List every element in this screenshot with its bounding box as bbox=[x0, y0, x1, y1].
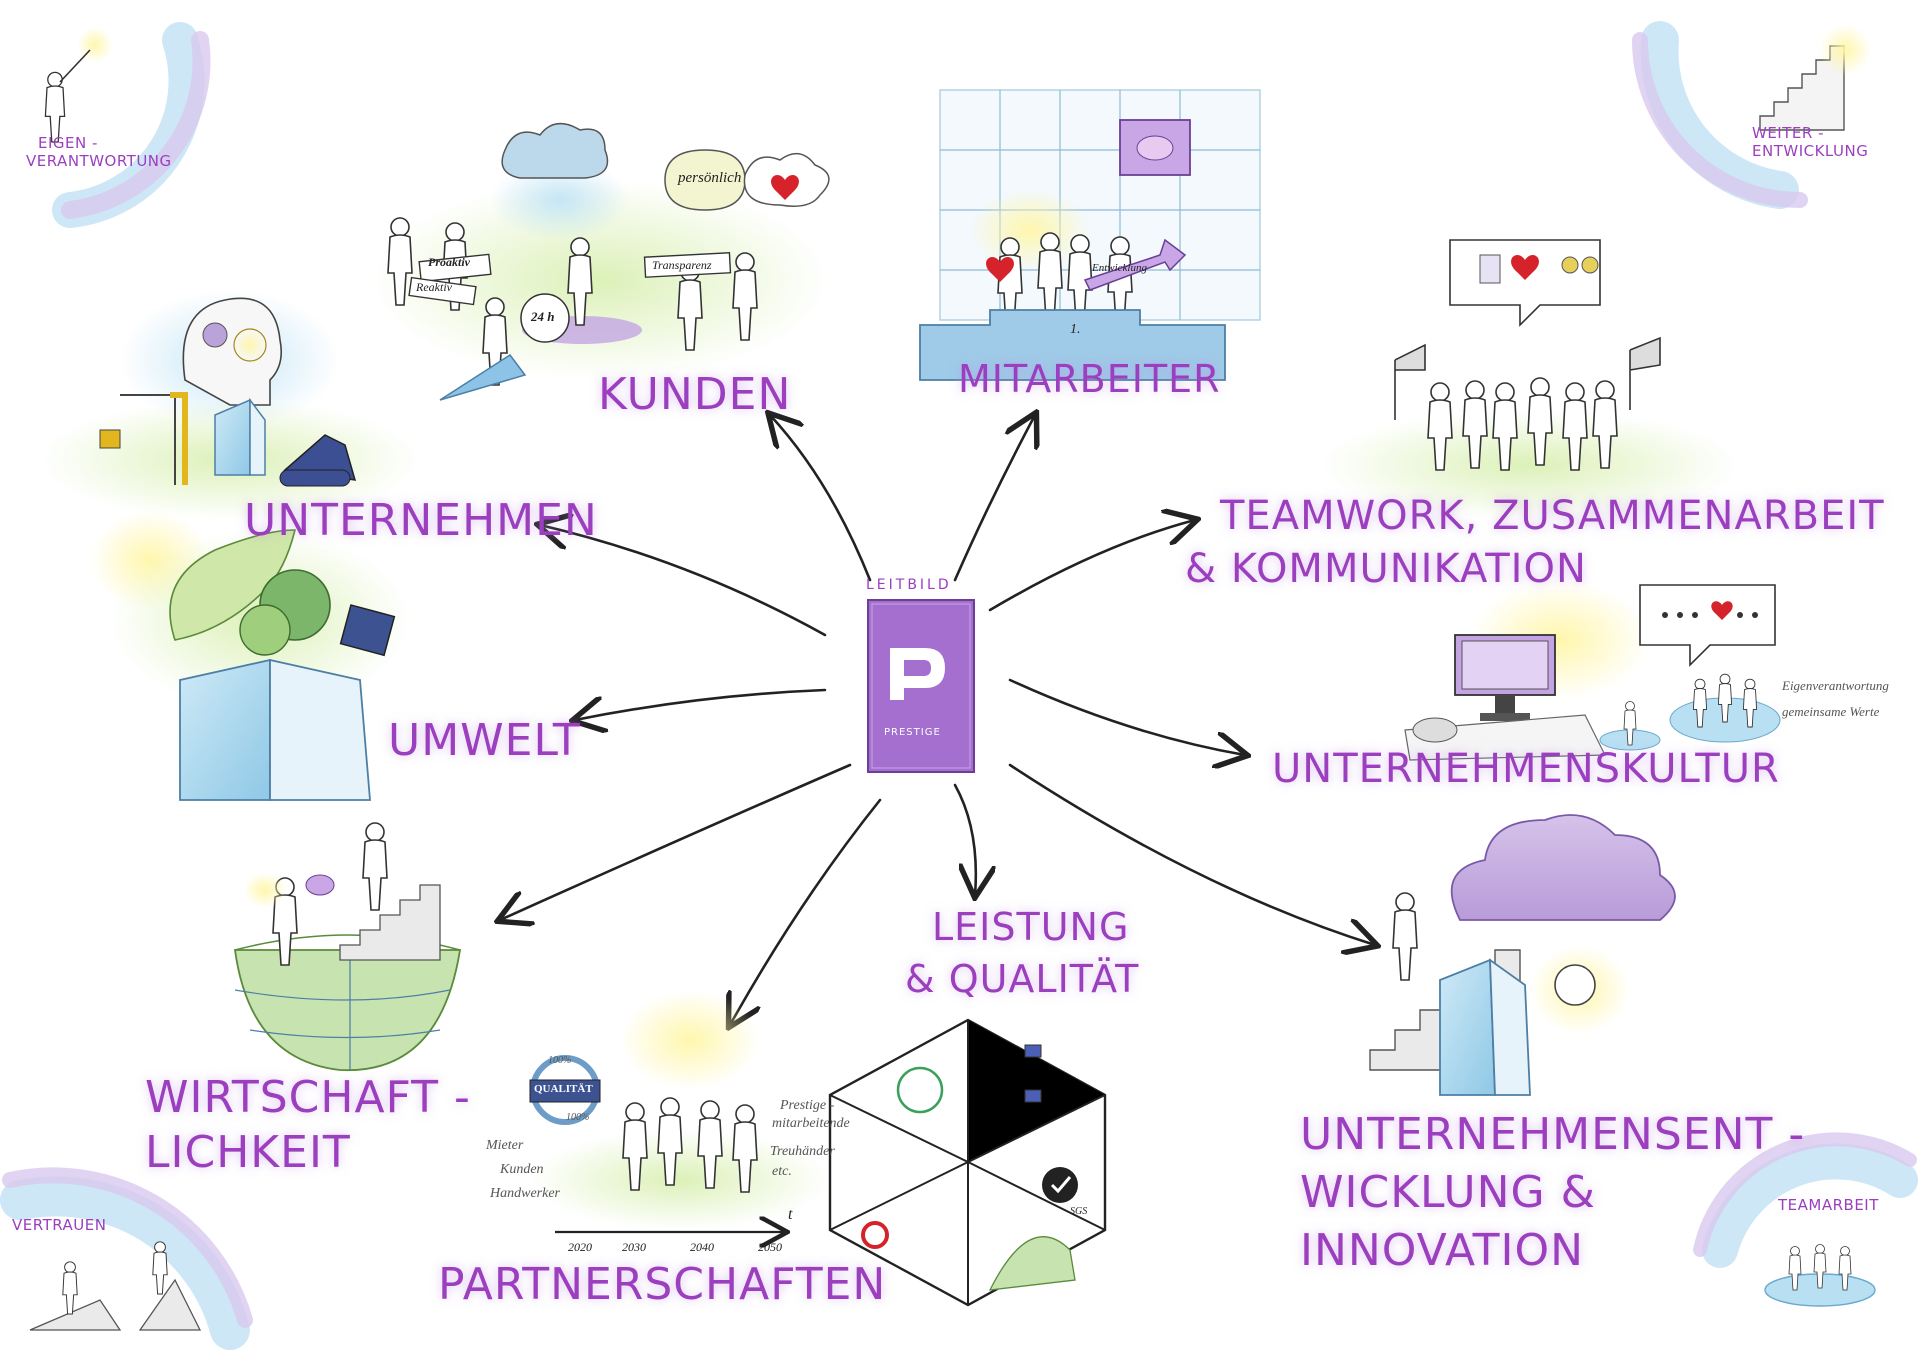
note-prestige-ma2: mitarbeitende bbox=[772, 1116, 850, 1131]
topic-entwicklung-line3[interactable]: INNOVATION bbox=[1300, 1225, 1585, 1276]
topic-umwelt[interactable]: UMWELT bbox=[388, 715, 581, 766]
logo-text: PRESTIGE bbox=[884, 727, 941, 738]
topic-wirtschaft-line1[interactable]: WIRTSCHAFT - bbox=[145, 1072, 471, 1123]
mitarbeiter-sketch bbox=[919, 89, 1261, 381]
unternehmensentwicklung-sketch bbox=[1369, 814, 1676, 1096]
wirtschaftlichkeit-sketch bbox=[233, 822, 462, 1071]
corner-tl-line1: EIGEN - bbox=[38, 134, 98, 152]
badge-100-bottom: 100% bbox=[566, 1112, 590, 1123]
topic-entwicklung-line1[interactable]: UNTERNEHMENSENT - bbox=[1300, 1109, 1806, 1160]
kunden-sketch bbox=[370, 122, 830, 401]
sign-proaktiv: Proaktiv bbox=[428, 255, 470, 269]
note-treuhaender: Treuhänder bbox=[770, 1144, 835, 1159]
topic-leistung-line2[interactable]: & QUALITÄT bbox=[905, 957, 1140, 1001]
note-eigenverantwortung: Eigenverantwortung bbox=[1782, 678, 1889, 693]
corner-tl-line2: VERANTWORTUNG bbox=[26, 152, 172, 170]
corner-top-right bbox=[1632, 21, 1871, 209]
corner-top-left bbox=[44, 22, 211, 228]
corner-tr-line2: ENTWICKLUNG bbox=[1752, 142, 1869, 160]
topic-teamwork-line1[interactable]: TEAMWORK, ZUSAMMENARBEIT bbox=[1220, 493, 1885, 539]
topic-leistung-line1[interactable]: LEISTUNG bbox=[932, 905, 1130, 949]
topic-kunden[interactable]: KUNDEN bbox=[598, 369, 792, 420]
leistung-qualitaet-sketch bbox=[828, 1018, 1107, 1307]
corner-bottom-right bbox=[1693, 1132, 1918, 1307]
corner-bl: VERTRAUEN bbox=[12, 1216, 107, 1234]
badge-qualitaet: QUALITÄT bbox=[534, 1083, 593, 1095]
partnerschaften-sketch bbox=[529, 990, 830, 1232]
topic-wirtschaft-line2[interactable]: LICHKEIT bbox=[145, 1127, 351, 1178]
note-kunden: Kunden bbox=[500, 1162, 544, 1177]
timeline-2020: 2020 bbox=[568, 1240, 592, 1254]
topic-mitarbeiter[interactable]: MITARBEITER bbox=[958, 357, 1221, 401]
podium-first: 1. bbox=[1070, 322, 1081, 337]
clock-24h: 24 h bbox=[531, 309, 555, 324]
unternehmenskultur-sketch bbox=[1404, 580, 1781, 761]
note-prestige-ma1: Prestige - bbox=[780, 1098, 835, 1113]
badge-100-top: 100% bbox=[548, 1055, 572, 1066]
sgs-label: SGS bbox=[1070, 1206, 1088, 1217]
sign-transparenz: Transparenz bbox=[652, 258, 712, 272]
note-handwerker: Handwerker bbox=[490, 1186, 560, 1201]
timeline-2030: 2030 bbox=[622, 1240, 646, 1254]
umwelt-sketch bbox=[90, 510, 410, 801]
topic-partnerschaften[interactable]: PARTNERSCHAFTEN bbox=[438, 1259, 887, 1310]
timeline-t: t bbox=[788, 1206, 793, 1223]
bubble-persoenlich: persönlich bbox=[678, 170, 742, 186]
timeline-2040: 2040 bbox=[690, 1240, 714, 1254]
topic-teamwork-line2[interactable]: & KOMMUNIKATION bbox=[1185, 546, 1587, 592]
corner-bottom-left bbox=[0, 1167, 253, 1350]
center-logo bbox=[867, 599, 975, 773]
unternehmen-sketch bbox=[40, 290, 420, 520]
sign-reaktiv: Reaktiv bbox=[416, 280, 452, 294]
topic-unternehmenskultur[interactable]: UNTERNEHMENSKULTUR bbox=[1272, 746, 1780, 792]
timeline-2050: 2050 bbox=[758, 1240, 782, 1254]
banner-entwicklung: Entwicklung bbox=[1092, 262, 1147, 274]
connector-arrows bbox=[500, 415, 1375, 1025]
topic-entwicklung-line2[interactable]: WICKLUNG & bbox=[1300, 1167, 1596, 1218]
corner-br: TEAMARBEIT bbox=[1778, 1196, 1879, 1214]
note-etc: etc. bbox=[772, 1164, 792, 1179]
center-top-label: LEITBILD bbox=[866, 577, 952, 593]
teamwork-sketch bbox=[1320, 239, 1740, 520]
topic-unternehmen[interactable]: UNTERNEHMEN bbox=[244, 495, 598, 546]
note-mieter: Mieter bbox=[486, 1138, 524, 1153]
corner-tr-line1: WEITER - bbox=[1752, 124, 1824, 142]
note-gemeinsame-werte: gemeinsame Werte bbox=[1782, 704, 1880, 719]
